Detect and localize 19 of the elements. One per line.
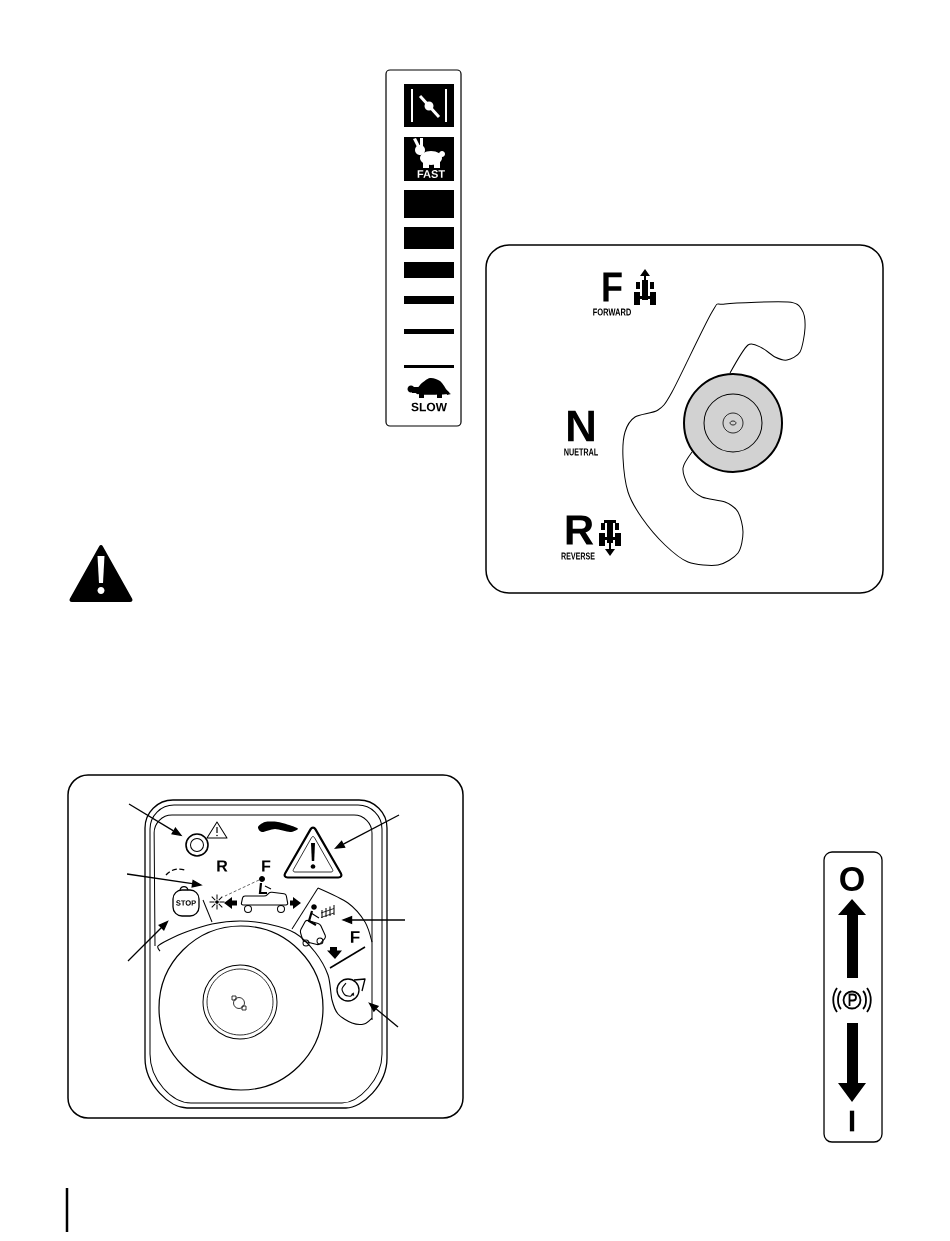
leader-arrow <box>368 1002 399 1028</box>
gear-label: REVERSE <box>561 552 595 560</box>
position-symbol: O <box>840 866 864 892</box>
gear-letter: N <box>568 410 594 442</box>
start-icon <box>336 978 366 1002</box>
mower-icon <box>209 876 301 913</box>
gear-letter: R <box>566 515 594 545</box>
gear-label: FORWARD <box>593 308 631 316</box>
position-symbol: I <box>849 1110 855 1132</box>
operator-icon <box>299 904 335 947</box>
gear-label: NUETRAL <box>564 448 598 456</box>
leader-arrow <box>127 920 169 962</box>
position-letter: F <box>262 860 271 872</box>
speed-label: SLOW <box>411 402 447 412</box>
position-letter: F <box>350 931 360 943</box>
gear-letter: F <box>603 272 622 302</box>
indicator-light <box>185 833 209 857</box>
position-letter: R <box>217 860 228 872</box>
warning-triangle <box>283 826 343 879</box>
